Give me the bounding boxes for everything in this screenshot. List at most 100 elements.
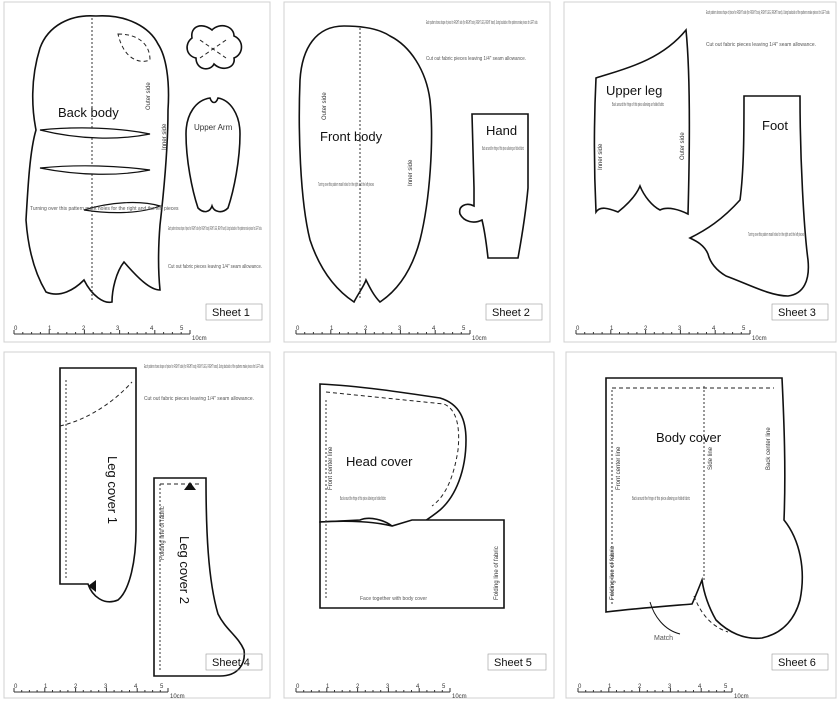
sheet-3-label-box (771, 303, 829, 321)
sheet-1-scale-ruler: 0 1 2 3 4 5 10cm (13, 326, 207, 342)
sheet-2-scale-unit: 10cm (472, 336, 487, 342)
sheet-2-scale-4: 4 (432, 326, 436, 332)
head-cover-lower-piece (319, 519, 505, 609)
foot-label: Foot (762, 118, 788, 133)
leg-cover-1-arrow (88, 580, 96, 592)
sheet-5-scale-2: 2 (356, 684, 360, 690)
sheet-3-scale-3: 3 (678, 326, 682, 332)
upper-leg-fringe-note: Back around the fringe of this piece all… (612, 102, 664, 108)
sheet-5-scale-4: 4 (416, 684, 420, 690)
foot-turning-note: Turning over this pattern mark holes for… (748, 232, 804, 238)
back-body-piece (25, 15, 170, 304)
body-cover-front-center-label: Front center line (616, 446, 622, 490)
sheet-1-scale-4: 4 (150, 326, 154, 332)
sheet-1-note-seam: Cut out fabric pieces leaving 1/4" seam … (168, 264, 262, 270)
body-cover-back-center-label: Back center line (766, 427, 772, 470)
sheet-6-label: Sheet 6 (778, 657, 816, 669)
back-body-dart-1 (39, 127, 151, 139)
sheet-5-scale-0: 0 (296, 684, 300, 690)
match-arrow (649, 601, 681, 635)
sheet-4-note-main: Each pattern shows shape of piece for RI… (144, 364, 264, 370)
back-body-dart-2 (39, 165, 151, 175)
sheet-5: Head cover Front center line Folding lin… (283, 351, 555, 700)
sheet-6-label-box (771, 653, 829, 671)
sheet-5-scale-1: 1 (326, 684, 330, 690)
sheet-4-label: Sheet 4 (212, 657, 250, 669)
sheet-4-scale-1: 1 (44, 684, 48, 690)
sheet-2-scale-5: 5 (462, 326, 466, 332)
sheet-3-scale-5: 5 (742, 326, 746, 332)
sheet-4-note-seam: Cut out fabric pieces leaving 1/4" seam … (144, 396, 254, 402)
sheet-3-scale-4: 4 (712, 326, 716, 332)
sheet-4-scale-2: 2 (74, 684, 78, 690)
leg-cover-2-folding-line-label: Folding line of fabric (160, 506, 166, 560)
body-cover-piece (605, 377, 804, 640)
upper-arm-inner-side-label: Inner side (162, 123, 168, 150)
sheet-3-label: Sheet 3 (778, 307, 816, 319)
front-body-outer-side-label: Outer side (322, 92, 328, 120)
head-cover-label: Head cover (346, 454, 413, 469)
sheet-3: Upper leg Inner side Outer side Back aro… (563, 1, 837, 343)
sheet-1-scale-unit: 10cm (192, 336, 207, 342)
sheet-6-scale-4: 4 (698, 684, 702, 690)
sheet-2-scale-3: 3 (398, 326, 402, 332)
leg-cover-2-label: Leg cover 2 (177, 536, 192, 604)
sheet-6: Body cover Front center line Side line B… (565, 351, 837, 700)
hand-fringe-note: Back around the fringe of this piece all… (482, 146, 524, 152)
hand-label: Hand (486, 123, 517, 138)
front-body-piece (298, 25, 433, 304)
sheet-1-scale-3: 3 (116, 326, 120, 332)
leg-cover-2-arrow (184, 482, 196, 490)
upper-leg-label: Upper leg (606, 83, 662, 98)
sheet-6-scale-3: 3 (668, 684, 672, 690)
upper-leg-inner-side-label: Inner side (598, 143, 604, 170)
sheet-2-turning-note: Turning over this pattern mark holes for… (318, 182, 374, 188)
sheet-2-label-box (485, 303, 543, 321)
sheet-5-scale-unit: 10cm (452, 694, 467, 700)
body-cover-side-label: Side line (708, 446, 714, 470)
sheet-4-scale-3: 3 (104, 684, 108, 690)
sheet-2-scale-1: 1 (330, 326, 334, 332)
sheet-5-scale-3: 3 (386, 684, 390, 690)
sheet-6-scale-unit: 10cm (734, 694, 749, 700)
head-cover-folding-line-label: Folding line of fabric (494, 546, 500, 600)
sheet-3-scale-unit: 10cm (752, 336, 767, 342)
sheet-4-scale-unit: 10cm (170, 694, 185, 700)
upper-leg-outer-side-label: Outer side (680, 132, 686, 160)
sheet-2-scale-ruler: 0 1 2 3 4 5 10cm (295, 326, 487, 342)
sheet-4-scale-5: 5 (160, 684, 164, 690)
head-cover-fringe-note: Back around the fringe of this piece all… (340, 496, 386, 502)
sheet-2-scale-0: 0 (296, 326, 300, 332)
sheet-3-note-seam: Cut out fabric pieces leaving 1/4" seam … (706, 42, 816, 48)
sheet-5-scale-5: 5 (442, 684, 446, 690)
body-cover-label: Body cover (656, 430, 722, 445)
sheet-6-scale-1: 1 (608, 684, 612, 690)
sheet-1-turning-note-a: Turning over this pattern mark holes for… (30, 206, 179, 212)
back-body-label: Back body (58, 105, 119, 120)
sheet-4: Leg cover 1 Leg cover 2 Folding line of … (3, 351, 271, 700)
sheet-2-note-main: Each pattern shows shape of piece for RI… (426, 20, 538, 26)
sheet-4-scale-ruler: 0 1 2 3 4 5 10cm (13, 684, 185, 700)
sheet-1-scale-0: 0 (14, 326, 18, 332)
head-cover-seam-marking (325, 391, 460, 507)
head-cover-front-center-label: Front center line (328, 446, 334, 490)
sheet-3-scale-2: 2 (644, 326, 648, 332)
body-cover-fringe-note: Back around the fringe of this piece all… (632, 496, 690, 502)
sheet-2-label: Sheet 2 (492, 307, 530, 319)
sheet-5-label: Sheet 5 (494, 657, 532, 669)
front-body-label: Front body (320, 129, 383, 144)
sheet-4-label-box (205, 653, 263, 671)
sheet-5-label-box (487, 653, 547, 671)
sheet-1-note-main: Each pattern shows shape of piece for RI… (168, 226, 262, 232)
leg-cover-1-marking (59, 381, 133, 427)
sheet-4-scale-0: 0 (14, 684, 18, 690)
sheet-3-note-main: Each pattern shows shape of piece for RI… (706, 10, 830, 16)
upper-leg-piece (593, 27, 691, 216)
sheet-2-scale-2: 2 (364, 326, 368, 332)
back-body-head-marking (117, 33, 151, 62)
sheet-1-label: Sheet 1 (212, 307, 250, 319)
match-label: Match (654, 635, 673, 642)
leg-cover-1-piece (59, 367, 137, 603)
back-body-outer-side-label: Outer side (146, 82, 152, 110)
